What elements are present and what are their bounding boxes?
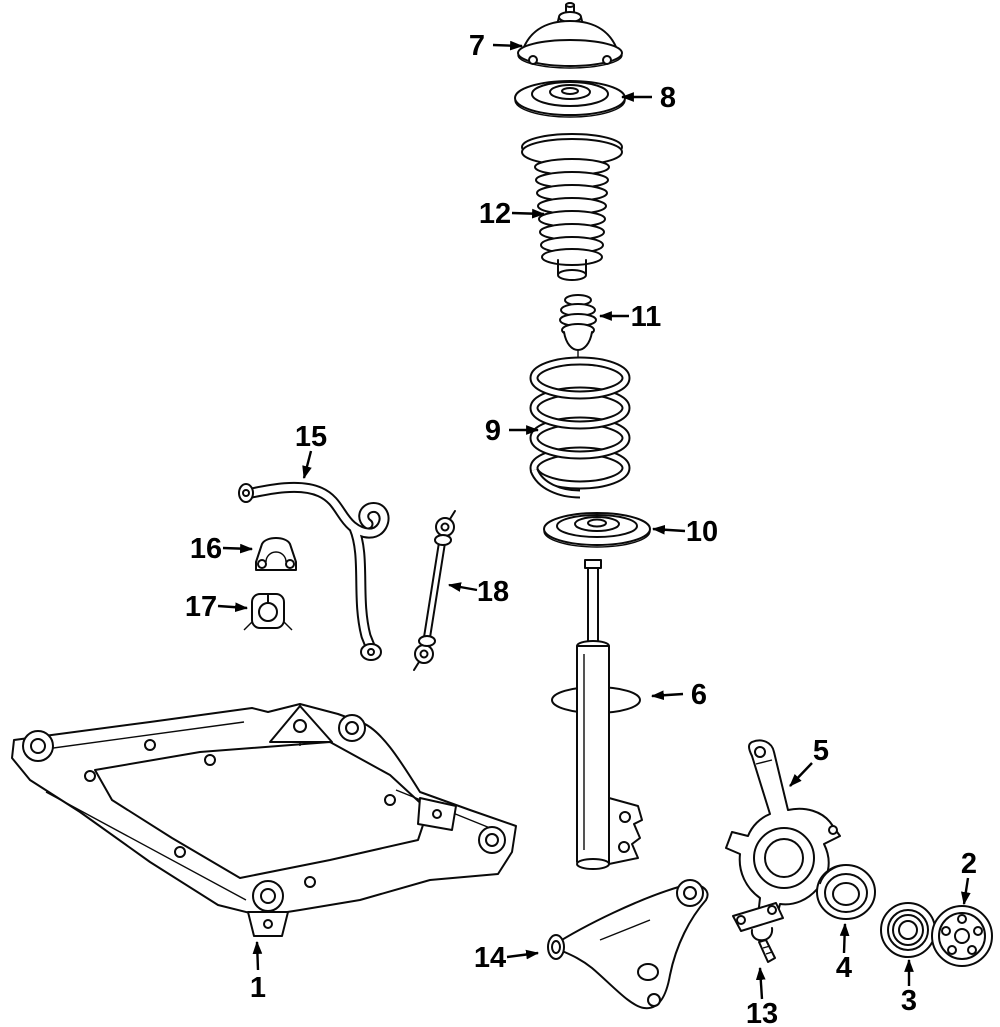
callout-label-11: 11 (631, 301, 662, 333)
callout-label-4: 4 (836, 952, 852, 984)
callout-15: 15 (295, 421, 327, 480)
part-strut-mount (517, 2, 623, 69)
callout-10: 10 (651, 516, 718, 548)
part-stabilizer-bar (238, 481, 390, 661)
part-wheel-bearing (880, 902, 936, 958)
part-stabilizer-link (413, 510, 456, 671)
callout-label-9: 9 (485, 415, 501, 447)
part-steering-knuckle (725, 739, 843, 921)
callout-label-17: 17 (185, 591, 217, 623)
callout-label-6: 6 (691, 679, 707, 711)
part-dust-cover (816, 864, 876, 920)
callout-label-7: 7 (469, 30, 485, 62)
callout-8: 8 (620, 82, 676, 114)
part-lower-spring-seat (543, 512, 651, 548)
callout-label-12: 12 (479, 198, 511, 230)
part-strut (551, 559, 643, 870)
callout-5: 5 (789, 735, 829, 787)
part-lower-ball-joint (732, 902, 784, 963)
callout-13: 13 (746, 966, 778, 1027)
callout-label-8: 8 (660, 82, 676, 114)
callout-16: 16 (190, 533, 254, 565)
part-strut-support-seat (514, 80, 626, 118)
callout-18: 18 (447, 576, 509, 608)
callout-label-3: 3 (901, 985, 917, 1017)
callout-1: 1 (250, 940, 266, 1004)
callout-label-15: 15 (295, 421, 327, 453)
callout-label-5: 5 (813, 735, 829, 767)
callout-14: 14 (474, 942, 540, 974)
callout-label-2: 2 (961, 848, 977, 880)
callout-label-18: 18 (477, 576, 509, 608)
callout-label-14: 14 (474, 942, 506, 974)
callout-17: 17 (185, 591, 249, 623)
callout-label-10: 10 (686, 516, 718, 548)
callout-7: 7 (469, 30, 524, 62)
callout-3: 3 (901, 958, 917, 1017)
part-coil-spring (529, 356, 631, 499)
callout-11: 11 (598, 301, 662, 333)
callout-9: 9 (485, 415, 540, 447)
part-stabilizer-bushing (243, 593, 293, 631)
part-bump-stop (559, 294, 597, 358)
part-front-crossmember (11, 703, 517, 937)
part-stabilizer-bracket (255, 537, 297, 571)
part-lower-control-arm (547, 879, 709, 1010)
callout-2: 2 (961, 848, 977, 906)
callout-6: 6 (650, 679, 707, 711)
callout-label-13: 13 (746, 998, 778, 1027)
callout-12: 12 (479, 198, 546, 230)
part-wheel-hub (931, 905, 993, 967)
part-strut-dust-boot (521, 133, 623, 281)
callout-label-1: 1 (250, 972, 266, 1004)
callout-4: 4 (836, 922, 852, 984)
callout-label-16: 16 (190, 533, 222, 565)
